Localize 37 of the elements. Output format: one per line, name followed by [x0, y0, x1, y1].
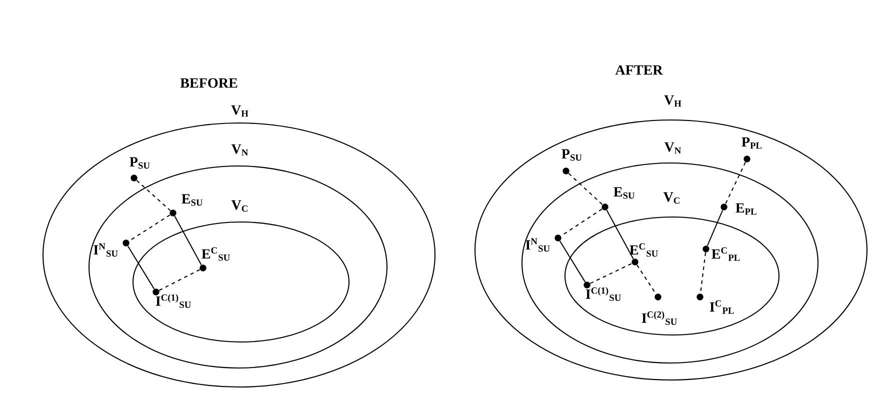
set-label: V$_{H}$ — [231, 105, 248, 117]
set-label: V$_{C}$ — [663, 192, 680, 204]
point-label: I$^{N}$SU — [526, 238, 550, 252]
connector-line — [606, 210, 634, 260]
point-label: E$_{SU}$ — [182, 194, 203, 206]
connector-line — [725, 162, 746, 204]
point-label: P$_{SU}$ — [130, 157, 150, 169]
connector-line — [136, 180, 171, 211]
connector-line — [560, 208, 602, 236]
connector-line — [127, 246, 155, 290]
point-label: E$_{SU}$ — [614, 187, 635, 199]
connector-line — [706, 210, 724, 246]
point-label: P$_{SU}$ — [562, 149, 582, 161]
point-label: I$^{C(1)}$SU — [586, 287, 621, 301]
point-label: I$^{C(2)}$SU — [642, 311, 677, 325]
connector-line — [174, 216, 202, 266]
connector-line — [636, 264, 656, 294]
connector-line — [559, 240, 586, 282]
set-label: V$_{N}$ — [664, 142, 682, 154]
point-label: I$^{C}$PL — [710, 300, 734, 314]
set-label: V$_{N}$ — [231, 144, 248, 156]
point-label: E$^{C}$PL — [712, 247, 740, 261]
point-label: I$^{N}$SU — [94, 243, 118, 257]
panel-title: BEFORE — [180, 78, 238, 88]
connector-line — [568, 173, 603, 205]
connector-line — [590, 263, 632, 284]
connector-line — [128, 214, 170, 242]
connector-line — [700, 252, 706, 294]
point-label: I$^{C(1)}$SU — [156, 294, 191, 308]
point-label: P$_{PL}$ — [742, 137, 762, 149]
set-label: V$_{H}$ — [664, 95, 682, 107]
set-label: V$_{C}$ — [231, 200, 248, 212]
point-label: E$^{C}$SU — [202, 247, 230, 261]
connector-line — [158, 269, 200, 291]
point-label: E$^{C}$SU — [630, 243, 658, 257]
point-label: E$_{PL}$ — [736, 203, 756, 215]
panel-title: AFTER — [615, 65, 663, 75]
